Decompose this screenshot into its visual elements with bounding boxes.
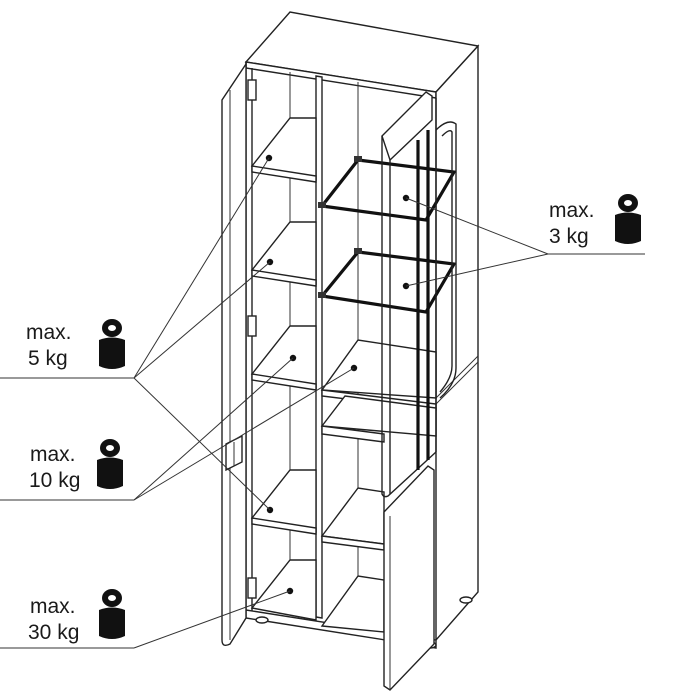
weight-icon bbox=[99, 589, 125, 639]
label-30kg-max: max. bbox=[30, 595, 76, 618]
cabinet-body bbox=[244, 11, 480, 649]
left-door bbox=[221, 61, 257, 647]
weight-icon bbox=[615, 194, 641, 244]
label-30kg-value: 30 kg bbox=[28, 621, 80, 644]
label-5kg-max: max. bbox=[26, 321, 72, 344]
weight-icon bbox=[99, 319, 125, 369]
label-3kg-value: 3 kg bbox=[549, 225, 589, 248]
weight-icon bbox=[97, 439, 123, 489]
lower-right-door bbox=[383, 465, 435, 691]
label-10kg-max: max. bbox=[30, 443, 76, 466]
right-compartment bbox=[320, 339, 437, 633]
label-10kg-value: 10 kg bbox=[29, 469, 81, 492]
leader-lines bbox=[0, 157, 645, 649]
glass-shelves bbox=[318, 156, 457, 314]
label-3kg-max: max. bbox=[549, 199, 595, 222]
left-shelves bbox=[250, 117, 317, 621]
label-5kg-value: 5 kg bbox=[28, 347, 68, 370]
glass-door bbox=[381, 91, 457, 498]
